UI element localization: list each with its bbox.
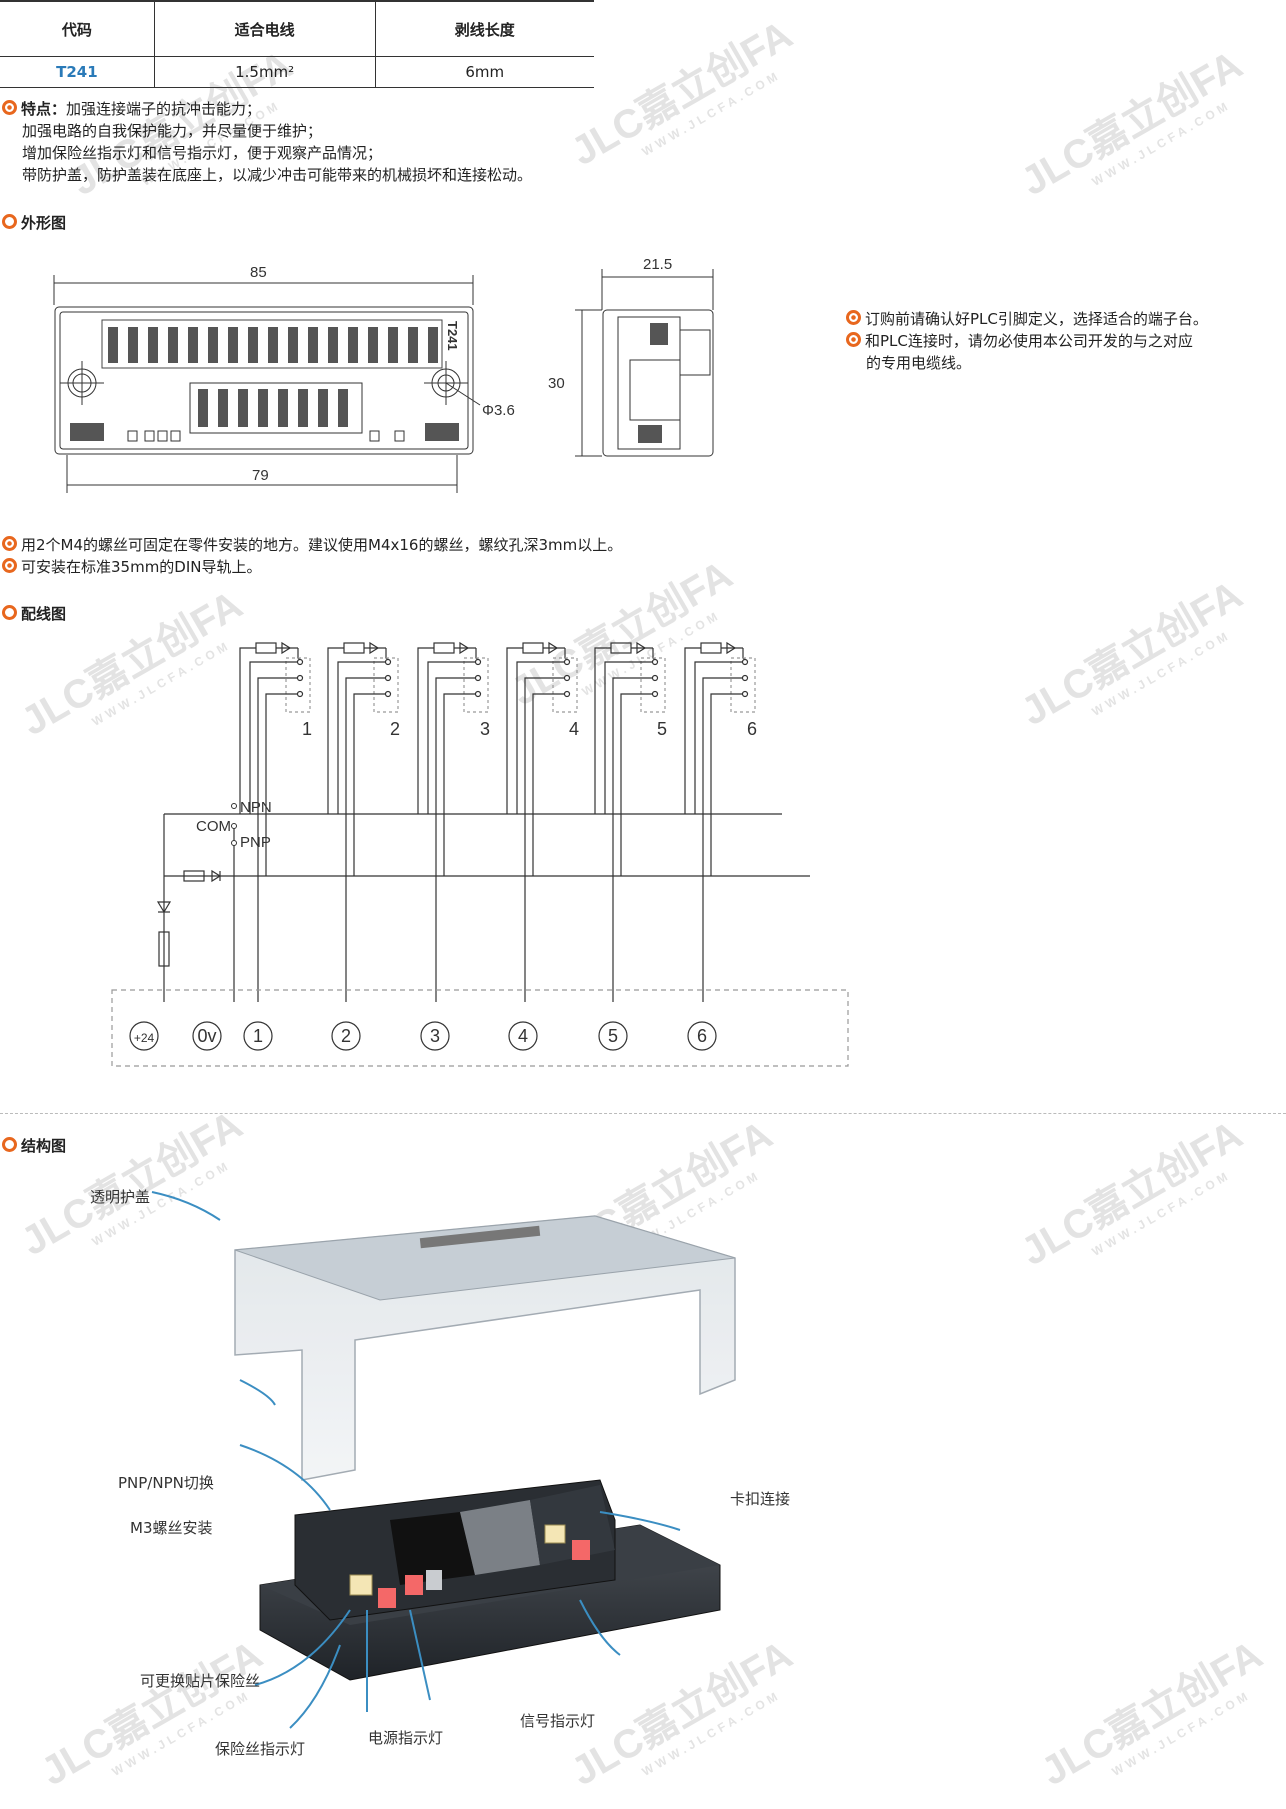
bullet-icon xyxy=(2,536,17,551)
bullet-icon xyxy=(2,605,17,620)
bullet-icon xyxy=(846,310,861,325)
dim-width-top: 85 xyxy=(250,264,267,281)
table-row: T241 1.5mm² 6mm xyxy=(0,56,594,88)
wire-size: 1.5mm² xyxy=(153,56,375,88)
terminal-label: 4 xyxy=(518,1026,528,1046)
label-screw: M3螺丝安装 xyxy=(130,1519,213,1537)
table-header: 适合电线 xyxy=(153,0,375,57)
feature-text: 加强连接端子的抗冲击能力； xyxy=(66,100,262,118)
channel-label: 5 xyxy=(657,719,667,739)
table-header: 剥线长度 xyxy=(374,0,594,57)
bullet-icon xyxy=(2,1137,17,1152)
terminal-label: 3 xyxy=(430,1026,440,1046)
terminal-circle xyxy=(331,1021,361,1051)
com-label: COM xyxy=(196,818,231,835)
bullet-icon xyxy=(2,558,17,573)
wiring-diagram: 1 2 3 4 5 6 NPN COM PNP +24 0v 1 2 3 4 5 6 xyxy=(111,641,849,1067)
section-heading-outline: 外形图 xyxy=(2,212,66,233)
channel-label: 1 xyxy=(302,719,312,739)
terminal-circle xyxy=(243,1021,273,1051)
terminal-circle xyxy=(598,1021,628,1051)
strip-length: 6mm xyxy=(374,56,594,88)
terminal-label: 2 xyxy=(341,1026,351,1046)
feature-text: 加强电路的自我保护能力，并尽量便于维护； xyxy=(22,122,323,140)
terminal-circle xyxy=(508,1021,538,1051)
feature-text: 增加保险丝指示灯和信号指示灯，便于观察产品情况； xyxy=(22,144,383,162)
channel-label: 2 xyxy=(390,719,400,739)
label-clip: 卡扣连接 xyxy=(730,1490,791,1508)
terminal-circle xyxy=(192,1021,222,1051)
bullet-icon xyxy=(2,214,17,229)
bullet-icon xyxy=(846,332,861,347)
terminal-circle xyxy=(129,1021,159,1051)
table-header: 代码 xyxy=(0,0,155,57)
mount-note: 可安装在标准35mm的DIN导轨上。 xyxy=(2,556,262,577)
outline-drawing: 85 79 Φ3.6 21.5 30 T241 xyxy=(53,256,714,493)
dim-hole: Φ3.6 xyxy=(482,402,515,419)
terminal-label: 6 xyxy=(697,1026,707,1046)
npn-label: NPN xyxy=(240,799,272,816)
channel-label: 4 xyxy=(569,719,579,739)
label-fuse-led: 保险丝指示灯 xyxy=(215,1740,306,1758)
table-header-row: 代码 适合电线 剥线长度 xyxy=(0,0,594,57)
terminal-circle xyxy=(687,1021,717,1051)
terminal-label: +24 xyxy=(134,1031,155,1045)
order-note: 订购前请确认好PLC引脚定义，选择适合的端子台。 xyxy=(846,308,1208,329)
label-switch: PNP/NPN切换 xyxy=(118,1474,214,1492)
model-mark: T241 xyxy=(445,321,460,351)
order-note: 和PLC连接时，请勿必使用本公司开发的与之对应 xyxy=(846,330,1193,351)
features-label: 特点： xyxy=(21,100,67,118)
bullet-icon xyxy=(2,100,17,115)
channel-label: 6 xyxy=(747,719,757,739)
dim-height: 30 xyxy=(548,375,565,392)
spec-table: 代码 适合电线 剥线长度 T241 1.5mm² 6mm xyxy=(0,0,594,88)
product-code: T241 xyxy=(0,56,155,88)
dim-depth: 21.5 xyxy=(643,256,672,273)
terminal-label: 5 xyxy=(608,1026,618,1046)
mount-note: 用2个M4的螺丝可固定在零件安装的地方。建议使用M4x16的螺丝，螺纹孔深3mm… xyxy=(2,534,622,555)
label-power-led: 电源指示灯 xyxy=(368,1729,444,1747)
order-note: 的专用电缆线。 xyxy=(866,354,972,372)
structure-illustration xyxy=(151,1191,736,1729)
section-heading-structure: 结构图 xyxy=(2,1135,66,1156)
terminal-label: 1 xyxy=(253,1026,263,1046)
terminal-label: 0v xyxy=(197,1026,216,1046)
label-fuse: 可更换贴片保险丝 xyxy=(140,1672,261,1690)
pnp-label: PNP xyxy=(240,834,271,851)
features-line-1: 特点：加强连接端子的抗冲击能力； xyxy=(2,98,261,119)
terminal-circle xyxy=(420,1021,450,1051)
divider xyxy=(0,1113,1286,1114)
feature-text: 带防护盖，防护盖装在底座上，以减少冲击可能带来的机械损坏和连接松动。 xyxy=(22,166,533,184)
label-signal-led: 信号指示灯 xyxy=(520,1712,596,1730)
channel-label: 3 xyxy=(480,719,490,739)
section-heading-wiring: 配线图 xyxy=(2,603,66,624)
label-cover: 透明护盖 xyxy=(90,1188,151,1206)
dim-width-bottom: 79 xyxy=(252,467,269,484)
